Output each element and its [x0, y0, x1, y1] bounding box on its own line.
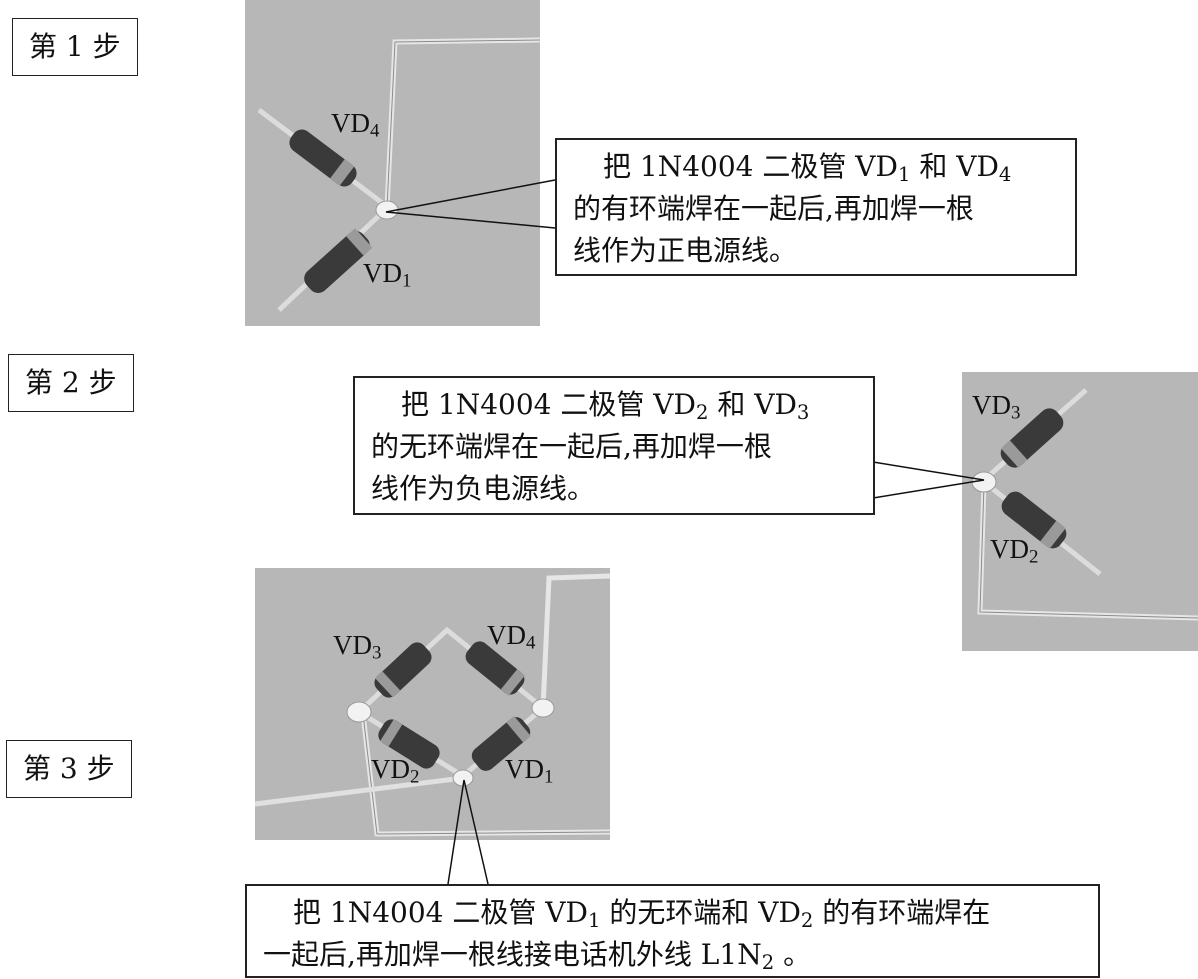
step-2-vd2-label: VD2 [990, 534, 1039, 568]
step-2-label: 第 2 步 [8, 354, 134, 412]
step-3-photo: VD3 VD4 VD2 VD1 [254, 568, 611, 840]
step-1-diode-drawing [257, 37, 541, 312]
step-3-vd1-label: VD1 [505, 754, 554, 788]
step-1-label: 第 1 步 [12, 18, 138, 76]
step-2-diode-drawing [971, 388, 1198, 621]
step-1-vd1-label: VD1 [363, 258, 412, 292]
step-3-callout: 把 1N4004 二极管 VD1 的无环端和 VD2 的有环端焊在 一起后,再加… [245, 884, 1100, 978]
step-3-label: 第 3 步 [6, 740, 132, 798]
step-3-vd4-label: VD4 [487, 620, 536, 654]
step-2-vd3-label: VD3 [972, 390, 1021, 424]
step-1-photo: VD4 VD1 [245, 0, 541, 326]
step-1-callout: 把 1N4004 二极管 VD1 和 VD4 的有环端焊在一起后,再加焊一根 线… [555, 138, 1077, 276]
step-3-vd2-label: VD2 [371, 754, 420, 788]
step-3-diode-drawing [254, 573, 611, 837]
step-2-callout: 把 1N4004 二极管 VD2 和 VD3 的无环端焊在一起后,再加焊一根 线… [353, 376, 875, 515]
step-2-photo: VD3 VD2 [962, 372, 1198, 651]
step-1-vd4-label: VD4 [331, 108, 380, 142]
step-3-vd3-label: VD3 [333, 630, 382, 664]
